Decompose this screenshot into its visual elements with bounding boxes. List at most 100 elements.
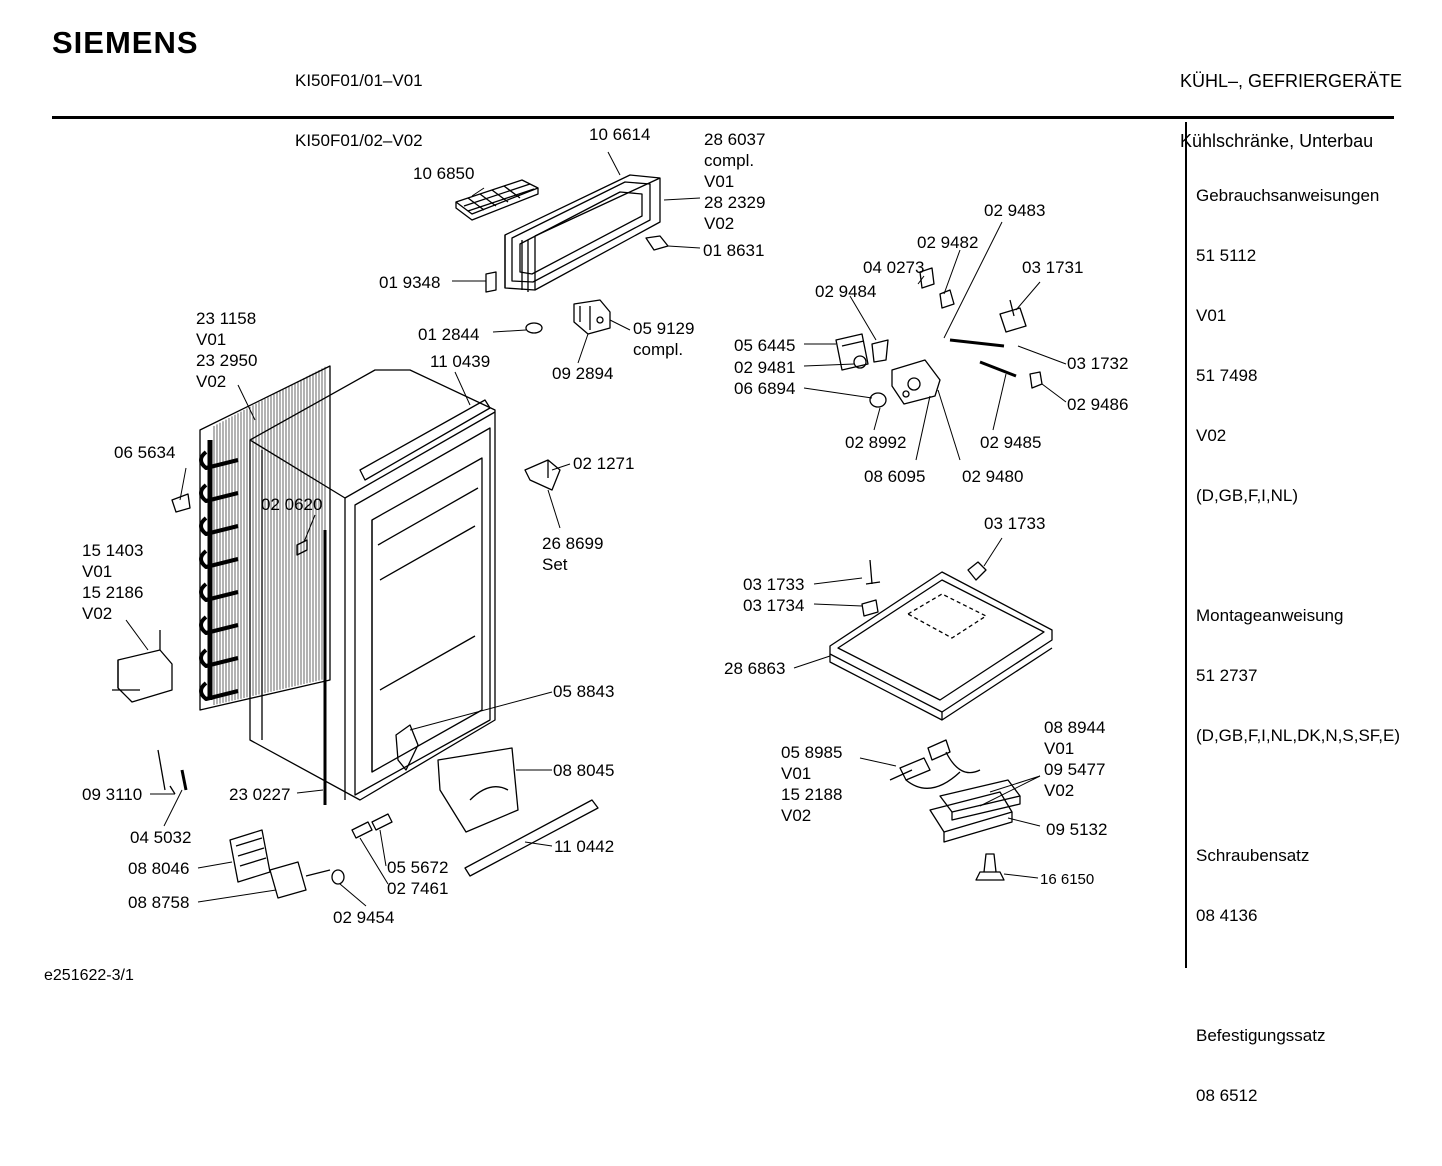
category-subtitle: Kühlschränke, Unterbau bbox=[1180, 131, 1374, 151]
hinge-part bbox=[485, 271, 497, 293]
part-label: 08 6095 bbox=[864, 467, 925, 486]
part-label: 02 9481 bbox=[734, 358, 795, 377]
part-label: 28 6863 bbox=[724, 659, 785, 678]
thermostat-knob-assembly bbox=[269, 861, 345, 899]
condenser-tube-loop bbox=[199, 483, 239, 503]
fridge-cabinet bbox=[249, 369, 496, 801]
sidebar-divider bbox=[1185, 122, 1187, 968]
thermostat-housing bbox=[229, 829, 271, 883]
category-title: KÜHL–, GEFRIERGERÄTE bbox=[1180, 71, 1403, 91]
lamp-bulb bbox=[919, 267, 935, 289]
thermostat-unit bbox=[891, 359, 941, 405]
condenser-coil bbox=[199, 365, 331, 711]
plug-part bbox=[525, 322, 543, 334]
model-number: KI50F01/02–V02 bbox=[295, 131, 423, 150]
part-label: 02 9485 bbox=[980, 433, 1041, 452]
condenser-tube-loop bbox=[199, 648, 239, 668]
sidebar-line: Befestigungssatz bbox=[1196, 1026, 1326, 1045]
model-numbers: KI50F01/01–V01 KI50F01/02–V02 bbox=[295, 31, 423, 171]
part-label: 08 8944 V01 09 5477 V02 bbox=[1044, 718, 1110, 800]
switch-rod bbox=[949, 338, 1005, 348]
condenser-tubes bbox=[199, 366, 326, 705]
part-label: 23 0227 bbox=[229, 785, 290, 804]
lamp-socket bbox=[835, 333, 869, 371]
sidebar-line: 51 2737 bbox=[1196, 666, 1258, 685]
part-label: 11 0442 bbox=[554, 837, 614, 856]
condenser-tube-loop bbox=[199, 516, 239, 536]
part-label: 04 0273 bbox=[863, 258, 924, 277]
thermostat-sensor bbox=[157, 749, 188, 795]
sidebar-line: Schraubensatz bbox=[1196, 846, 1310, 865]
part-label: 10 6850 bbox=[413, 164, 474, 183]
air-duct-cover bbox=[437, 747, 519, 833]
part-label: 02 7461 bbox=[387, 879, 448, 898]
board-housing bbox=[929, 791, 1013, 843]
part-label: 05 8985 V01 15 2188 V02 bbox=[781, 743, 847, 825]
part-label: 10 6614 bbox=[589, 125, 650, 144]
sidebar-line: V01 bbox=[1196, 306, 1227, 325]
part-label: 01 2844 bbox=[418, 325, 479, 344]
part-label: 15 1403 V01 15 2186 V02 bbox=[82, 541, 148, 623]
part-label: 03 1734 bbox=[743, 596, 804, 615]
sidebar-line: 08 4136 bbox=[1196, 906, 1258, 925]
switch-cap bbox=[1029, 371, 1043, 389]
clip-part bbox=[171, 493, 191, 513]
switch-rod bbox=[979, 360, 1017, 378]
sidebar-line: 51 5112 bbox=[1196, 246, 1257, 265]
starter-relay bbox=[112, 630, 173, 703]
sidebar-line: 51 7498 bbox=[1196, 366, 1258, 385]
documents-sidebar: Gebrauchsanweisungen 51 5112 V01 51 7498… bbox=[1196, 146, 1400, 1166]
sidebar-section-installation: Montageanweisung 51 2737 (D,GB,F,I,NL,DK… bbox=[1196, 566, 1400, 786]
part-label: 05 9129 compl. bbox=[633, 319, 699, 359]
model-number: KI50F01/01–V01 bbox=[295, 71, 423, 90]
shelf-support bbox=[967, 561, 987, 581]
part-label: 23 1158 V01 23 2950 V02 bbox=[196, 309, 262, 391]
door-hinge-bracket bbox=[573, 299, 611, 335]
part-label: 04 5032 bbox=[130, 828, 191, 847]
part-label: 02 9482 bbox=[917, 233, 978, 252]
part-label: 02 1271 bbox=[573, 454, 634, 473]
wiring-harness bbox=[889, 739, 981, 789]
part-label: 28 6037 compl. V01 28 2329 V02 bbox=[704, 130, 770, 233]
door-switch bbox=[999, 299, 1027, 333]
sidebar-line: Gebrauchsanweisungen bbox=[1196, 186, 1380, 205]
part-label: 08 8045 bbox=[553, 761, 614, 780]
foot-leveler bbox=[975, 853, 1005, 881]
part-label: 03 1733 bbox=[743, 575, 804, 594]
part-label: 02 0620 bbox=[261, 495, 322, 514]
part-label: 08 8758 bbox=[128, 893, 189, 912]
sidebar-line: (D,GB,F,I,NL) bbox=[1196, 486, 1299, 505]
sidebar-section-manuals: Gebrauchsanweisungen 51 5112 V01 51 7498… bbox=[1196, 146, 1400, 546]
part-label: 02 9484 bbox=[815, 282, 876, 301]
header-divider bbox=[52, 116, 1394, 119]
control-board bbox=[939, 779, 1021, 821]
part-label: 08 8046 bbox=[128, 859, 189, 878]
part-label: 26 8699 Set bbox=[542, 534, 608, 574]
part-label: 02 9480 bbox=[962, 467, 1023, 486]
part-label: 09 3110 bbox=[82, 785, 142, 804]
cover-strip bbox=[359, 399, 491, 481]
glass-shelf-frame bbox=[829, 571, 1053, 721]
drain-fan-part bbox=[395, 724, 419, 771]
shelf-support-pin bbox=[865, 559, 881, 585]
clip-part bbox=[296, 539, 308, 556]
part-label: 09 2894 bbox=[552, 364, 613, 383]
part-label: 02 9454 bbox=[333, 908, 394, 927]
part-label: 05 5672 bbox=[387, 858, 448, 877]
part-label: 02 9486 bbox=[1067, 395, 1128, 414]
condenser-tube-loop bbox=[199, 450, 239, 470]
part-label: 11 0439 bbox=[430, 352, 490, 371]
sidebar-section-fixing: Befestigungssatz 08 6512 bbox=[1196, 986, 1400, 1146]
bottom-rail bbox=[464, 799, 599, 877]
sidebar-line: V02 bbox=[1196, 426, 1227, 445]
part-label: 03 1733 bbox=[984, 514, 1045, 533]
condenser-tube-loop bbox=[199, 549, 239, 569]
appliance-category: KÜHL–, GEFRIERGERÄTE Kühlschränke, Unter… bbox=[1180, 31, 1402, 171]
part-label: 03 1731 bbox=[1022, 258, 1083, 277]
part-label: 05 6445 bbox=[734, 336, 795, 355]
part-label: 16 6150 bbox=[1040, 871, 1094, 888]
lamp-holder bbox=[939, 289, 955, 309]
condenser-tube-loop bbox=[199, 582, 239, 602]
condenser-tube-loop bbox=[199, 615, 239, 635]
part-label: 06 6894 bbox=[734, 379, 795, 398]
